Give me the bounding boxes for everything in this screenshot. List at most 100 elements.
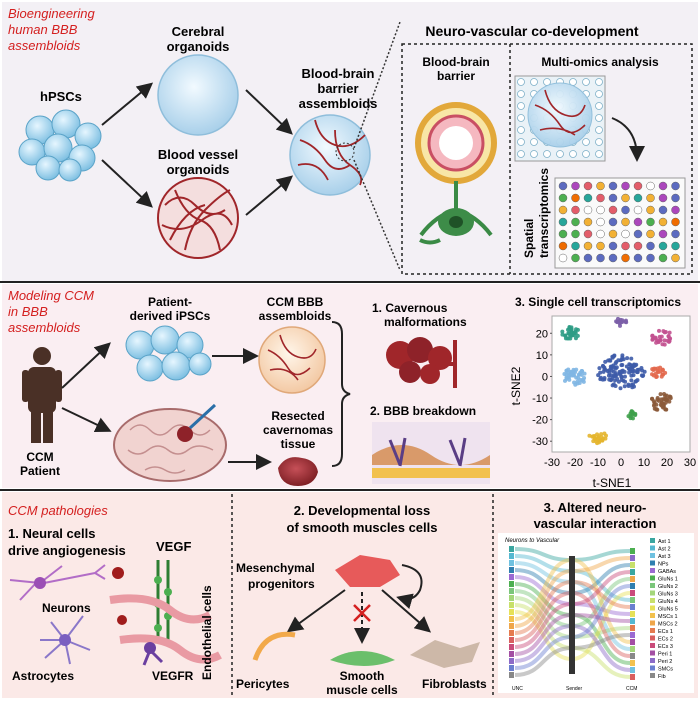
sankey-legend-label: ECs 2 bbox=[658, 637, 673, 643]
arrow-patient-to-ipsc bbox=[61, 342, 111, 389]
fibroblasts-label: Fibroblasts bbox=[422, 677, 487, 691]
tsne-point bbox=[667, 330, 672, 335]
tsne-point bbox=[608, 378, 613, 383]
blood-vessel-organoid-icon bbox=[157, 177, 239, 259]
fibroblast-icon bbox=[410, 640, 480, 668]
sankey-node bbox=[509, 602, 514, 608]
panel2-title-line3: assembloids bbox=[8, 320, 81, 335]
sankey-node bbox=[630, 576, 635, 582]
ccm-bbb-label-line2: assembloids bbox=[259, 309, 332, 323]
tsne-ytick: 10 bbox=[536, 350, 548, 362]
cerebral-label-line1: Cerebral bbox=[172, 24, 225, 39]
tsne-point bbox=[655, 407, 660, 412]
tsne-point bbox=[569, 333, 574, 338]
bbb-assembloid-icon bbox=[289, 114, 371, 196]
tsne-xtick: 0 bbox=[618, 457, 624, 469]
tsne-point bbox=[641, 373, 646, 378]
sankey-legend-label: MSCs 2 bbox=[658, 622, 678, 628]
sankey-axis-sender: Sender bbox=[566, 686, 582, 692]
sankey-node bbox=[630, 618, 635, 624]
sankey-node bbox=[509, 623, 514, 629]
tsne-point bbox=[650, 334, 655, 339]
sankey-node bbox=[509, 588, 514, 594]
tsne-point bbox=[575, 333, 580, 338]
tsne-point bbox=[576, 372, 581, 377]
sankey-legend-swatch bbox=[650, 575, 655, 581]
tsne-point bbox=[633, 379, 638, 384]
arrow-hpsc-to-cerebral bbox=[101, 82, 154, 126]
sankey-legend-swatch bbox=[650, 553, 655, 558]
tsne-point bbox=[639, 366, 644, 371]
sankey-node bbox=[509, 630, 514, 636]
tsne-point bbox=[597, 366, 602, 371]
tsne-point bbox=[566, 331, 571, 336]
cavernous-label-line1: 1. Cavernous bbox=[372, 301, 448, 315]
neural-label-line2: drive angiogenesis bbox=[8, 543, 126, 558]
sankey-node bbox=[509, 616, 514, 622]
sankey-node bbox=[630, 639, 635, 645]
tsne-xlabel: t-SNE1 bbox=[593, 476, 632, 490]
tsne-point bbox=[569, 373, 574, 378]
astrocytes-label: Astrocytes bbox=[12, 669, 74, 683]
patient-ipsc-label-line2: derived iPSCs bbox=[130, 309, 211, 323]
tsne-point bbox=[577, 381, 582, 386]
tsne-point bbox=[666, 334, 671, 339]
sankey-node bbox=[509, 574, 514, 580]
tsne-point bbox=[656, 328, 661, 333]
tsne-point bbox=[619, 363, 624, 368]
blood-brain-barrier-icon bbox=[415, 102, 497, 245]
tsne-point bbox=[573, 370, 578, 375]
spatial-grid-bottom-icon bbox=[554, 177, 686, 269]
tsne-point bbox=[598, 370, 603, 375]
spatial-label-line1: Spatial bbox=[522, 219, 536, 258]
tsne-point bbox=[560, 329, 565, 334]
sankey-node bbox=[630, 674, 635, 680]
vegfr-label: VEGFR bbox=[152, 669, 194, 683]
sankey-legend-swatch bbox=[650, 665, 655, 671]
arrow-to-spatial bbox=[611, 117, 645, 162]
tsne-point bbox=[634, 362, 639, 367]
tsne-point bbox=[615, 376, 620, 381]
blocked-x-icon bbox=[353, 604, 371, 622]
tsne-ytick: 20 bbox=[536, 328, 548, 340]
tsne-ylabel: t-SNE2 bbox=[509, 366, 523, 405]
tsne-point bbox=[603, 367, 608, 372]
dev-loss-label-line1: 2. Developmental loss bbox=[294, 503, 431, 518]
arrow-cerebral-to-bbb bbox=[245, 89, 293, 135]
sankey-legend-swatch bbox=[650, 650, 655, 656]
spatial-grid-top-icon bbox=[514, 75, 606, 162]
tsne-point bbox=[615, 319, 620, 324]
sankey-legend-label: GABAs bbox=[658, 569, 676, 575]
tsne-xtick: -20 bbox=[567, 457, 583, 469]
tsne-point bbox=[562, 371, 567, 376]
tsne-point bbox=[607, 358, 612, 363]
sankey-node bbox=[509, 581, 514, 587]
patient-label-line2: Patient bbox=[20, 464, 60, 478]
sankey-node bbox=[630, 555, 635, 561]
tsne-points bbox=[560, 316, 673, 446]
smc-label-line1: Smooth bbox=[340, 669, 385, 683]
sankey-background bbox=[498, 533, 694, 693]
tsne-point bbox=[661, 329, 666, 334]
tsne-point bbox=[567, 377, 572, 382]
tsne-point bbox=[627, 370, 632, 375]
bbb-label-line1: Blood-brain bbox=[302, 66, 375, 81]
sankey-node bbox=[509, 658, 514, 664]
self-renewal-arrow bbox=[396, 564, 423, 609]
sankey-legend-swatch bbox=[650, 568, 655, 573]
sankey-title: Neurons to Vascular bbox=[505, 538, 560, 544]
tsne-point bbox=[629, 356, 634, 361]
resected-label-line2: cavernomas bbox=[263, 423, 333, 437]
ccm-bbb-assembloid-icon bbox=[258, 326, 326, 394]
bbb-breakdown-icon bbox=[372, 422, 490, 484]
tsne-point bbox=[662, 338, 667, 343]
sankey-node bbox=[630, 625, 635, 631]
tsne-point bbox=[622, 384, 627, 389]
tsne-point bbox=[587, 433, 592, 438]
neural-label-line1: 1. Neural cells bbox=[8, 526, 95, 541]
tsne-point bbox=[598, 375, 603, 380]
sankey-legend-label: GluNs 5 bbox=[658, 607, 678, 613]
vegf-label: VEGF bbox=[156, 539, 191, 554]
tsne-point bbox=[569, 327, 574, 332]
mesen-label-line2: progenitors bbox=[248, 577, 315, 591]
